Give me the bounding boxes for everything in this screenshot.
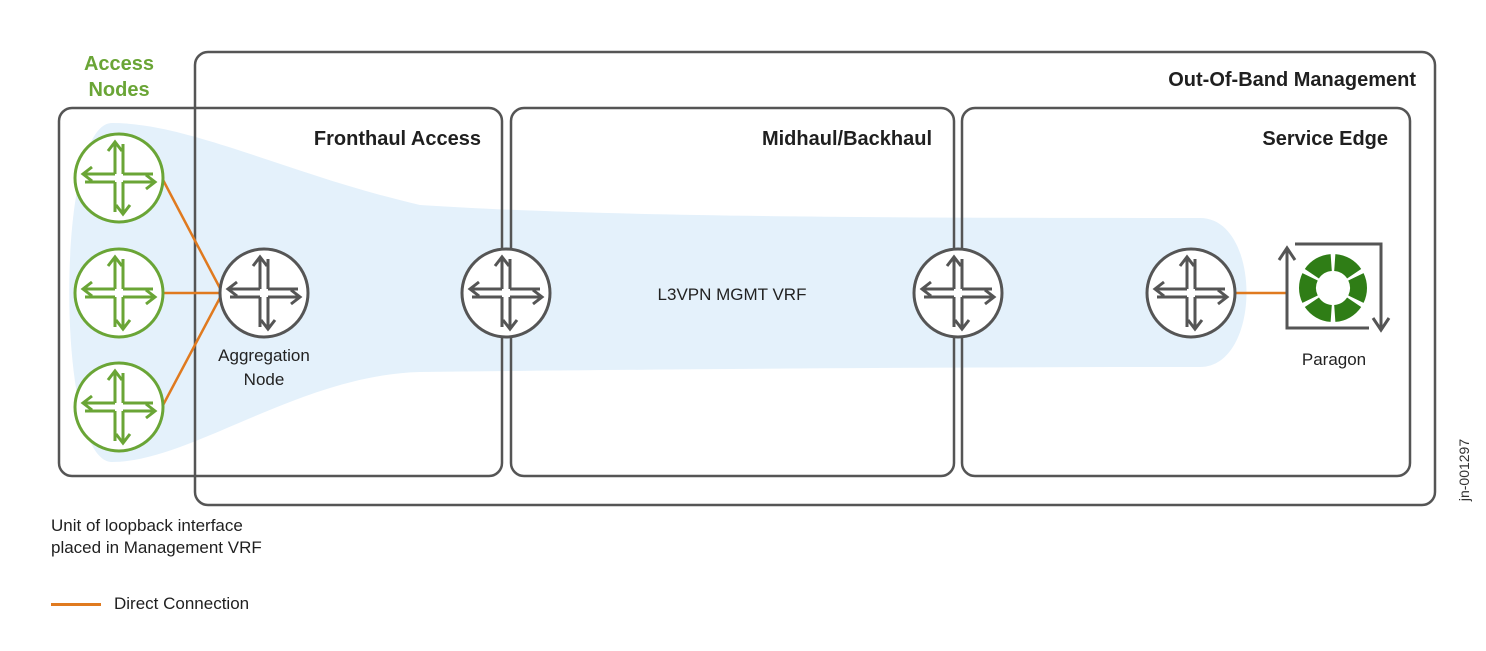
midhaul-backhaul-title: Midhaul/Backhaul [762,128,932,150]
fronthaul-midhaul-border-router [460,247,552,339]
paragon-label: Paragon [1302,350,1366,369]
paragon-ring-segment [1299,273,1318,303]
out-of-band-management-frame [193,50,1437,507]
router-icon [912,247,1004,339]
router-icon [73,361,165,453]
paragon-ring-segment [1304,297,1332,322]
aggregation-node-label: Aggregation [218,346,310,365]
access-nodes-title: Access [84,53,154,75]
fronthaul-access-title: Fronthaul Access [314,128,481,150]
direct-connection-line [160,293,224,408]
out-of-band-management-title: Out-Of-Band Management [1168,69,1416,91]
paragon-ring-segment [1334,297,1362,322]
legend-direct-connection-label: Direct Connection [114,594,250,613]
access-node-router-2 [73,247,165,339]
paragon-ring-segment [1334,254,1362,279]
service-edge-router [1145,247,1237,339]
paragon-ring-segment [1304,254,1332,279]
paragon-node [1277,242,1391,333]
router-icon [73,132,165,224]
legend-direct-connection-swatch [51,603,101,606]
router-icon [460,247,552,339]
legend-note-line1: Unit of loopback interface [51,516,243,535]
midhaul-service-edge-border-router [912,247,1004,339]
direct-connection-line [160,177,224,293]
access-nodes-title-line2: Nodes [88,79,149,101]
l3vpn-mgmt-vrf-label: L3VPN MGMT VRF [658,285,807,304]
aggregation-node-router [218,247,310,339]
router-icon [1145,247,1237,339]
direct-connections [160,177,1286,408]
paragon-icon [1277,242,1391,333]
service-edge-title: Service Edge [1262,128,1388,150]
paragon-ring-segment [1348,273,1367,303]
router-icon [73,247,165,339]
management-vrf-band [69,123,1247,462]
document-id: jn-001297 [1456,439,1472,502]
access-node-router-1 [73,132,165,224]
legend-note: Unit of loopback interface placed in Man… [51,515,351,559]
access-node-router-3 [73,361,165,453]
router-icon [218,247,310,339]
legend-note-line2: placed in Management VRF [51,538,262,557]
aggregation-node-label-line2: Node [244,370,285,389]
